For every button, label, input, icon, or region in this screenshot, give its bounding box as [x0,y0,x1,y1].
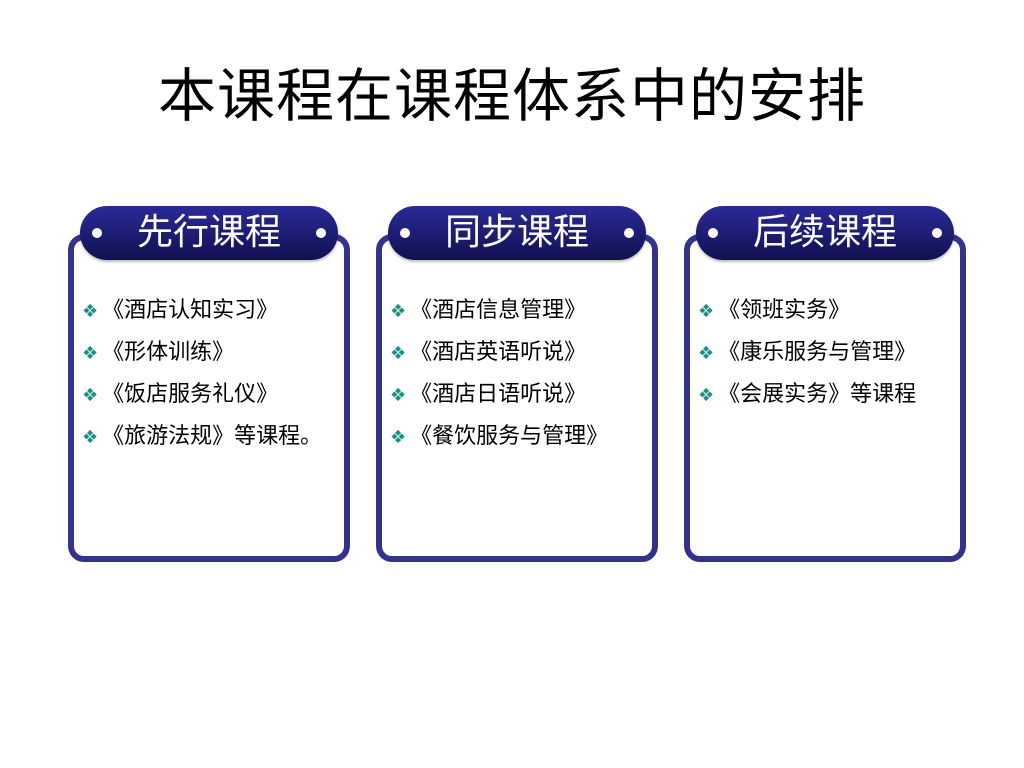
list-item: ❖《酒店认知实习》 [82,290,350,332]
dot-icon [708,228,718,238]
course-list: ❖《领班实务》 ❖《康乐服务与管理》 ❖《会展实务》等课程 [690,290,972,416]
diamond-bullet-icon: ❖ [390,301,407,322]
dot-icon [316,228,326,238]
panel-header-label: 先行课程 [136,212,281,253]
list-item: ❖《会展实务》等课程 [698,374,966,416]
course-list: ❖《酒店信息管理》 ❖《酒店英语听说》 ❖《酒店日语听说》 ❖《餐饮服务与管理》 [382,290,664,458]
dot-icon [624,228,634,238]
panel-prerequisite-courses: ❖《酒店认知实习》 ❖《形体训练》 ❖《饭店服务礼仪》 ❖《旅游法规》等课程。 [68,234,350,562]
course-list: ❖《酒店认知实习》 ❖《形体训练》 ❖《饭店服务礼仪》 ❖《旅游法规》等课程。 [74,290,356,458]
list-item: ❖《旅游法规》等课程。 [82,416,350,458]
diamond-bullet-icon: ❖ [698,343,715,364]
diamond-bullet-icon: ❖ [698,301,715,322]
panel-header-concurrent: 同步课程 [388,206,646,260]
list-item: ❖《酒店日语听说》 [390,374,658,416]
panel-header-followup: 后续课程 [696,206,954,260]
list-item: ❖《酒店信息管理》 [390,290,658,332]
panel-concurrent-courses: ❖《酒店信息管理》 ❖《酒店英语听说》 ❖《酒店日语听说》 ❖《餐饮服务与管理》 [376,234,658,562]
diamond-bullet-icon: ❖ [82,427,99,448]
diamond-bullet-icon: ❖ [390,343,407,364]
dot-icon [400,228,410,238]
dot-icon [932,228,942,238]
diamond-bullet-icon: ❖ [82,301,99,322]
list-item: ❖《餐饮服务与管理》 [390,416,658,458]
diamond-bullet-icon: ❖ [82,385,99,406]
diamond-bullet-icon: ❖ [390,427,407,448]
panel-header-label: 后续课程 [752,212,897,253]
dot-icon [92,228,102,238]
diamond-bullet-icon: ❖ [82,343,99,364]
list-item: ❖《酒店英语听说》 [390,332,658,374]
panel-followup-courses: ❖《领班实务》 ❖《康乐服务与管理》 ❖《会展实务》等课程 [684,234,966,562]
list-item: ❖《饭店服务礼仪》 [82,374,350,416]
list-item: ❖《领班实务》 [698,290,966,332]
panel-header-label: 同步课程 [444,212,589,253]
diamond-bullet-icon: ❖ [390,385,407,406]
list-item: ❖《形体训练》 [82,332,350,374]
page-title: 本课程在课程体系中的安排 [157,62,866,130]
list-item: ❖《康乐服务与管理》 [698,332,966,374]
panel-header-prerequisite: 先行课程 [80,206,338,260]
diamond-bullet-icon: ❖ [698,385,715,406]
